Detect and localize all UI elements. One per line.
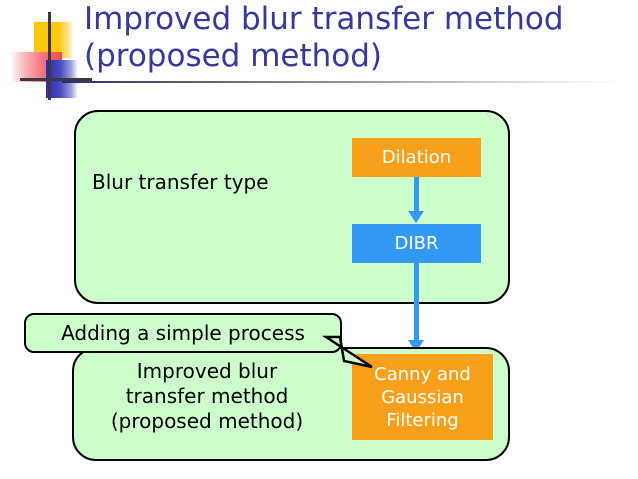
label-blur-transfer-type: Blur transfer type xyxy=(92,170,269,194)
label-improved-blur-transfer-method: Improved blur transfer method (proposed … xyxy=(110,359,304,433)
title-divider xyxy=(62,81,622,83)
crosshair-vertical-line-icon xyxy=(48,12,51,100)
arrow-shaft xyxy=(414,177,419,213)
process-box-dibr[interactable]: DIBR xyxy=(352,224,481,263)
callout-body: Adding a simple process xyxy=(24,313,342,353)
crosshair-horizontal-line-icon xyxy=(20,78,92,81)
arrow-shaft xyxy=(414,263,419,342)
callout-label: Adding a simple process xyxy=(61,321,305,345)
callout-tail-icon xyxy=(321,335,373,369)
callout-adding-a-simple-process[interactable]: Adding a simple process xyxy=(24,313,373,369)
process-box-canny-gaussian-filtering[interactable]: Canny and Gaussian Filtering xyxy=(352,354,493,440)
page-title: Improved blur transfer method (proposed … xyxy=(84,1,564,74)
arrow-head xyxy=(408,211,424,223)
process-box-dilation[interactable]: Dilation xyxy=(352,138,481,177)
decorative-logo xyxy=(8,12,92,100)
